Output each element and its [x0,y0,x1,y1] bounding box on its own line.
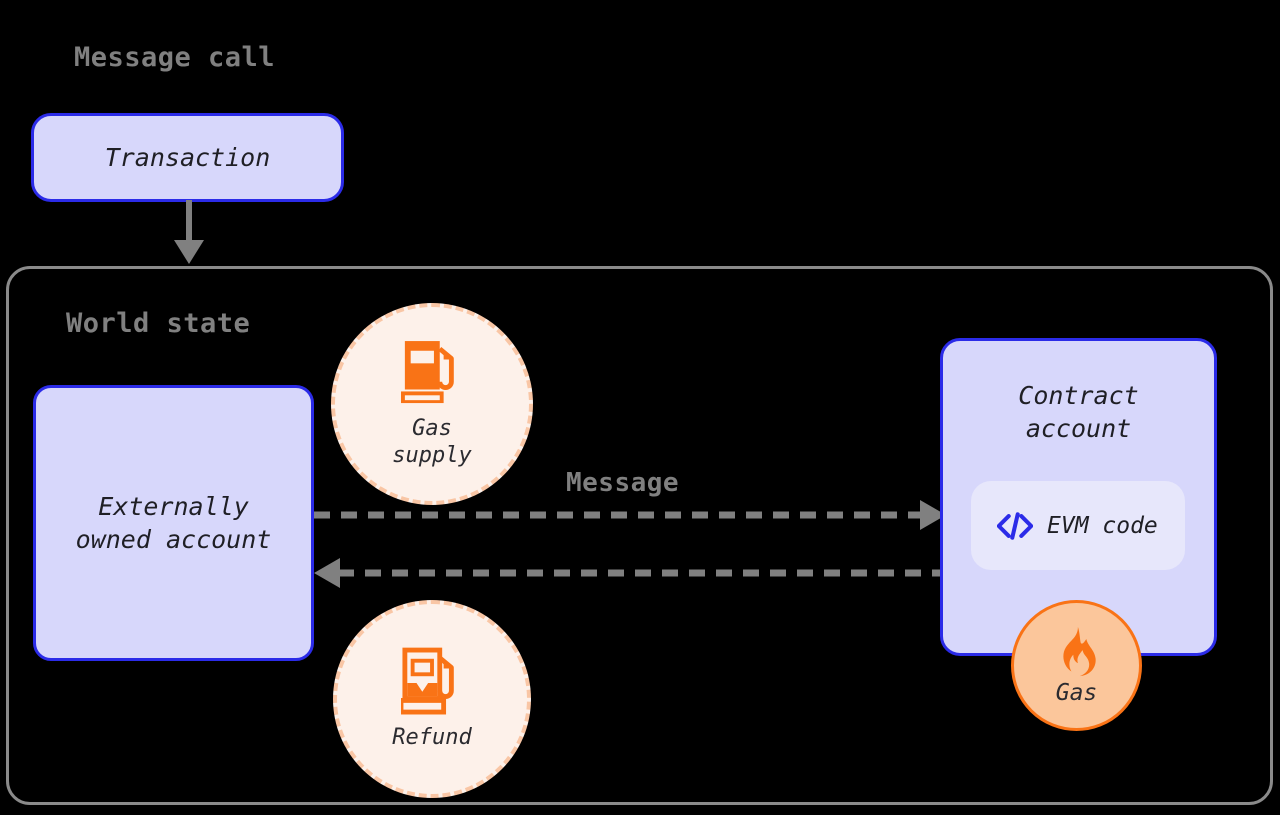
message-arrow-label: Message [566,468,680,498]
gas-label: Gas [1055,679,1098,706]
transaction-label: Transaction [104,143,271,172]
flame-icon [1062,626,1096,676]
externally-owned-account-node[interactable]: Externally owned account [33,385,314,661]
contract-account-label: Contract account [1018,381,1139,443]
gas-supply-label: Gas supply [392,416,472,468]
world-state-container [6,266,1273,805]
gas-badge[interactable]: Gas [1011,600,1142,731]
evm-code-label: EVM code [1047,512,1158,539]
transaction-to-world-state-arrow [174,200,204,264]
fuel-pump-outline-icon [401,647,454,715]
evm-code-pill[interactable]: EVM code [971,481,1185,570]
world-state-title: World state [66,308,251,339]
gas-supply-badge[interactable]: Gas supply [331,303,533,505]
externally-owned-account-label: Externally owned account [75,492,272,554]
transaction-node[interactable]: Transaction [31,113,344,202]
fuel-pump-filled-icon [401,341,454,404]
refund-label: Refund [392,724,472,750]
refund-badge[interactable]: Refund [333,600,531,798]
code-brackets-icon [997,511,1033,540]
message-call-title: Message call [74,42,276,73]
